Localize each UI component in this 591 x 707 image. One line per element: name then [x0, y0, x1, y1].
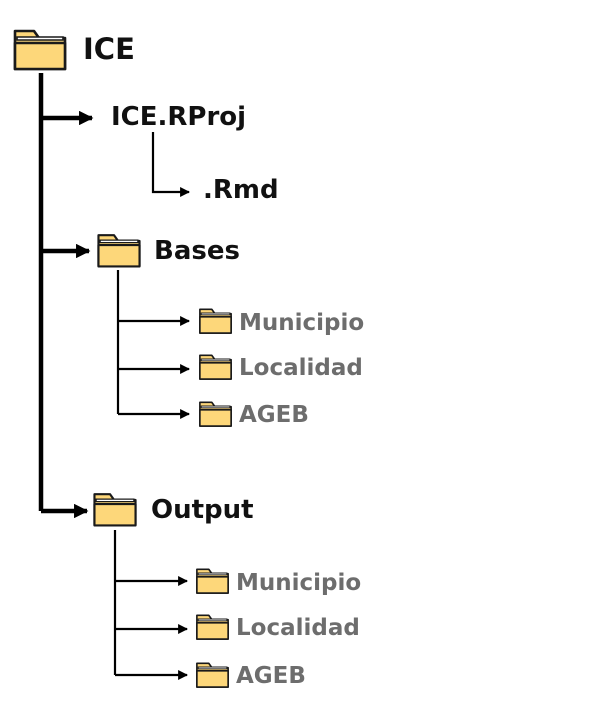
bases-localidad-folder-icon [198, 354, 233, 380]
output-ageb-label: AGEB [236, 663, 306, 689]
output-municipio-label: Municipio [236, 570, 362, 596]
output-municipio-folder-icon [195, 568, 230, 594]
bases-municipio-folder-icon [198, 308, 233, 334]
root-folder-icon [13, 29, 67, 71]
output-localidad-folder-icon [195, 614, 230, 640]
output-localidad-label: Localidad [236, 615, 360, 641]
output-label: Output [151, 495, 254, 525]
bases-municipio-label: Municipio [239, 310, 365, 336]
bases-folder-icon [97, 234, 141, 268]
bases-localidad-label: Localidad [239, 355, 363, 381]
bases-ageb-label: AGEB [239, 402, 309, 428]
rproj-label: ICE.RProj [111, 102, 247, 132]
arrow-to-rmd [151, 132, 190, 197]
bases-label: Bases [154, 236, 240, 266]
rmd-label: .Rmd [203, 175, 279, 205]
output-folder-icon [93, 493, 137, 527]
bases-ageb-folder-icon [198, 401, 233, 427]
output-ageb-folder-icon [195, 662, 230, 688]
root-label: ICE [83, 32, 135, 66]
